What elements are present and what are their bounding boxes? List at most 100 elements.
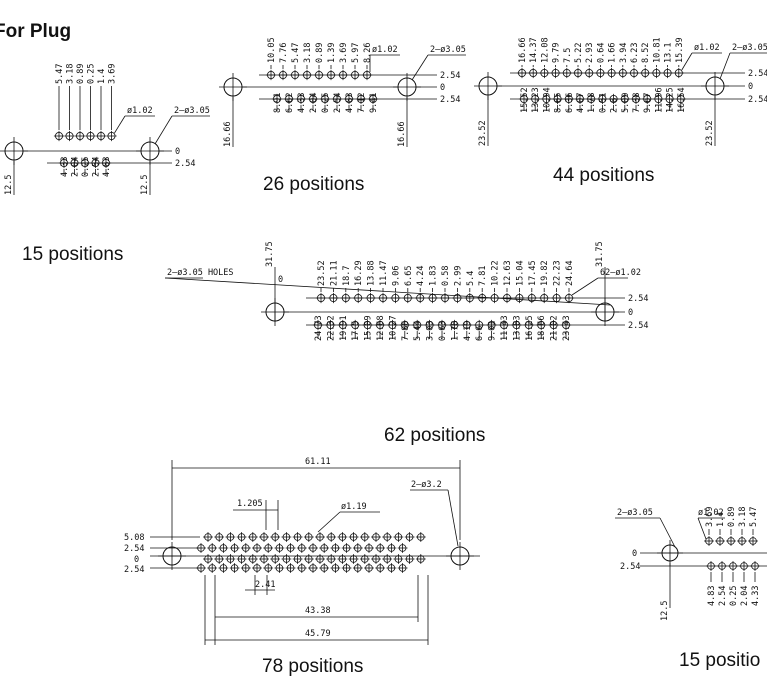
pin-callout-leader (697, 517, 707, 540)
bottom-dimension-label: 0.25 (729, 586, 739, 606)
side-dimension-label: 16.66 (397, 121, 407, 147)
top-dimension-label: 24.64 (565, 260, 575, 286)
top-dimension-label: 19.82 (540, 260, 550, 286)
row-label-0: 0 (628, 308, 633, 318)
hole-diameter-label: 2–ø3.05 (732, 43, 767, 53)
top-dimension-label: 8.52 (641, 43, 651, 63)
top-dimension-label: 0.64 (596, 43, 606, 63)
top-dimension-label: 9.06 (391, 266, 401, 286)
bottom-dimension-label: 11.96 (654, 87, 664, 113)
top-dimension-label: 12.08 (540, 37, 550, 63)
bottom-dimension-label: 6.6 (475, 326, 485, 341)
top-dimension-label: 0.89 (315, 43, 325, 63)
row-label-2.54: 2.54 (175, 159, 195, 169)
bottom-dimension-label: 7.86 (401, 321, 411, 341)
top-dimension-label: 1.4 (716, 512, 726, 527)
bottom-dimension-label: 4.83 (707, 586, 717, 606)
top-dimension-label: 5.47 (55, 64, 65, 84)
bottom-dimension-label: 2.54 (718, 586, 728, 606)
top-dimension-label: 16.66 (518, 37, 528, 63)
top-dimension-label: 3.69 (705, 507, 715, 527)
bottom-dimension-label: 1.78 (587, 93, 597, 113)
row-label-2.54: 2.54 (440, 71, 460, 81)
top-dimension-label: 9.79 (552, 43, 562, 63)
bottom-dimension-label: 4.33 (297, 93, 307, 113)
bottom-dimension-label: 4.19 (463, 321, 473, 341)
bottom-dimension-label: 6.36 (565, 93, 575, 113)
top-dimension-label: 0.25 (87, 64, 97, 84)
top-dimension-label: 3.69 (108, 64, 118, 84)
bottom-dimension-label: 2.04 (309, 93, 319, 113)
side-dimension-label: 31.75 (595, 241, 605, 267)
row-label-0: 0 (632, 549, 637, 559)
row-label-2.54: 2.54 (628, 321, 648, 331)
row-label-0: 0 (440, 83, 445, 93)
side-dimension-label: 31.75 (265, 241, 275, 267)
top-dimension-label: 10.22 (491, 260, 501, 286)
hole-callout-leader (659, 517, 676, 548)
top-dimension-label: 8.26 (363, 43, 373, 63)
bottom-dimension-label: 3.03 (426, 321, 436, 341)
top-dimension-label: 16.29 (354, 260, 364, 286)
top-dimension-label: 7.81 (478, 266, 488, 286)
top-dimension-label: 10.81 (652, 37, 662, 63)
width-label-43.38: 43.38 (305, 606, 331, 616)
top-dimension-label: 15.39 (675, 37, 685, 63)
bottom-dimension-label: 4.33 (60, 157, 70, 177)
bottom-dimension-label: 16.54 (677, 87, 687, 113)
hole-callout-leader (154, 115, 173, 145)
caption-26-positions: 26 positions (263, 174, 364, 195)
top-dimension-label: 2.99 (453, 266, 463, 286)
bottom-dimension-label: 0.25 (81, 157, 91, 177)
side-dimension-label: 12.5 (660, 601, 670, 621)
bottom-dimension-label: 1.78 (450, 321, 460, 341)
top-dimension-label: 13.1 (664, 43, 674, 63)
row-label-2.54: 2.54 (748, 95, 767, 105)
bottom-dimension-label: 6.62 (285, 93, 295, 113)
bottom-dimension-label: 4.07 (576, 93, 586, 113)
caption-15-positions-partial: 15 positio (679, 650, 760, 671)
pitch-label: 1.205 (237, 499, 263, 509)
width-label-45.79: 45.79 (305, 629, 331, 639)
hole-diameter-label: 2–ø3.05 (617, 508, 653, 518)
top-dimension-label: 10.05 (267, 37, 277, 63)
bottom-dimension-label: 5.09 (621, 93, 631, 113)
top-dimension-label: 4.24 (416, 266, 426, 286)
top-dimension-label: 1.83 (429, 266, 439, 286)
top-dimension-label: 3.69 (339, 43, 349, 63)
top-dimension-label: 1.4 (97, 69, 107, 84)
pin-diameter-label: ø1.02 (372, 45, 398, 55)
top-dimension-label: 6.65 (404, 266, 414, 286)
top-dimension-label: 0.89 (76, 64, 86, 84)
bottom-dimension-label: 14.25 (666, 87, 676, 113)
bottom-dimension-label: 2.8 (610, 98, 620, 113)
top-dimension-label: 2.93 (585, 43, 595, 63)
sheet-title: For Plug (0, 21, 71, 42)
top-dimension-label: 5.22 (574, 43, 584, 63)
hole-callout-leader (411, 54, 429, 81)
top-dimension-label: 12.63 (503, 260, 513, 286)
caption-62-positions: 62 positions (384, 425, 485, 446)
bottom-dimension-label: 22.32 (326, 315, 336, 341)
bottom-dimension-label: 18.66 (537, 315, 547, 341)
bottom-dimension-label: 12.68 (376, 315, 386, 341)
top-dimension-label: 1.39 (327, 43, 337, 63)
pin-callout-leader (681, 52, 693, 71)
top-dimension-label: 11.47 (379, 260, 389, 286)
bottom-dimension-label: 15.52 (520, 87, 530, 113)
top-dimension-label: 0.89 (727, 507, 737, 527)
bottom-dimension-label: 4.83 (102, 157, 112, 177)
bottom-dimension-label: 19.91 (339, 315, 349, 341)
pin-diameter-label: ø1.19 (341, 502, 367, 512)
top-dimension-label: 5.47 (749, 507, 759, 527)
top-dimension-label: 14.37 (529, 37, 539, 63)
top-dimension-label: 17.45 (528, 260, 538, 286)
hole-callout-leader (719, 52, 731, 80)
pin-diameter-label: ø1.02 (694, 43, 720, 53)
top-dimension-label: 21.11 (329, 260, 339, 286)
top-dimension-label: 6.23 (630, 43, 640, 63)
bottom-dimension-label: 0.63 (438, 321, 448, 341)
step-label: 2.41 (255, 580, 275, 590)
